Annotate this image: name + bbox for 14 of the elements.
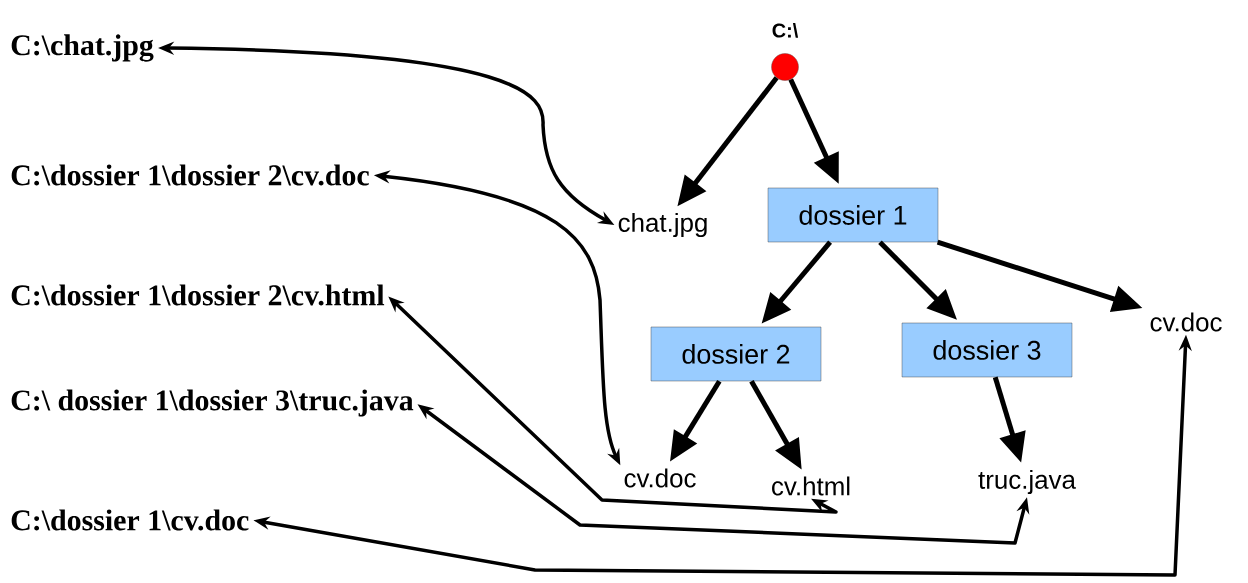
path-text: C:\dossier 1\dossier 2\cv.html — [11, 284, 385, 306]
path-text: C:\dossier 1\dossier 2\cv.doc — [11, 164, 369, 186]
root-label: C:\ — [772, 22, 799, 38]
file-name: cv.doc — [1150, 312, 1222, 332]
path-text: C:\ dossier 1\dossier 3\truc.java — [11, 389, 414, 417]
file-name: cv.doc — [624, 468, 696, 488]
path-text: C:\dossier 1\cv.doc — [11, 509, 249, 531]
file-name: cv.html — [772, 476, 850, 496]
folder-box: dossier 3 — [901, 322, 1073, 378]
file-name: chat.jpg — [618, 212, 707, 238]
folder-box: dossier 1 — [767, 187, 939, 243]
path-text: C:\chat.jpg — [11, 34, 154, 62]
folder-box: dossier 2 — [650, 326, 822, 382]
file-name: truc.java — [978, 469, 1076, 495]
